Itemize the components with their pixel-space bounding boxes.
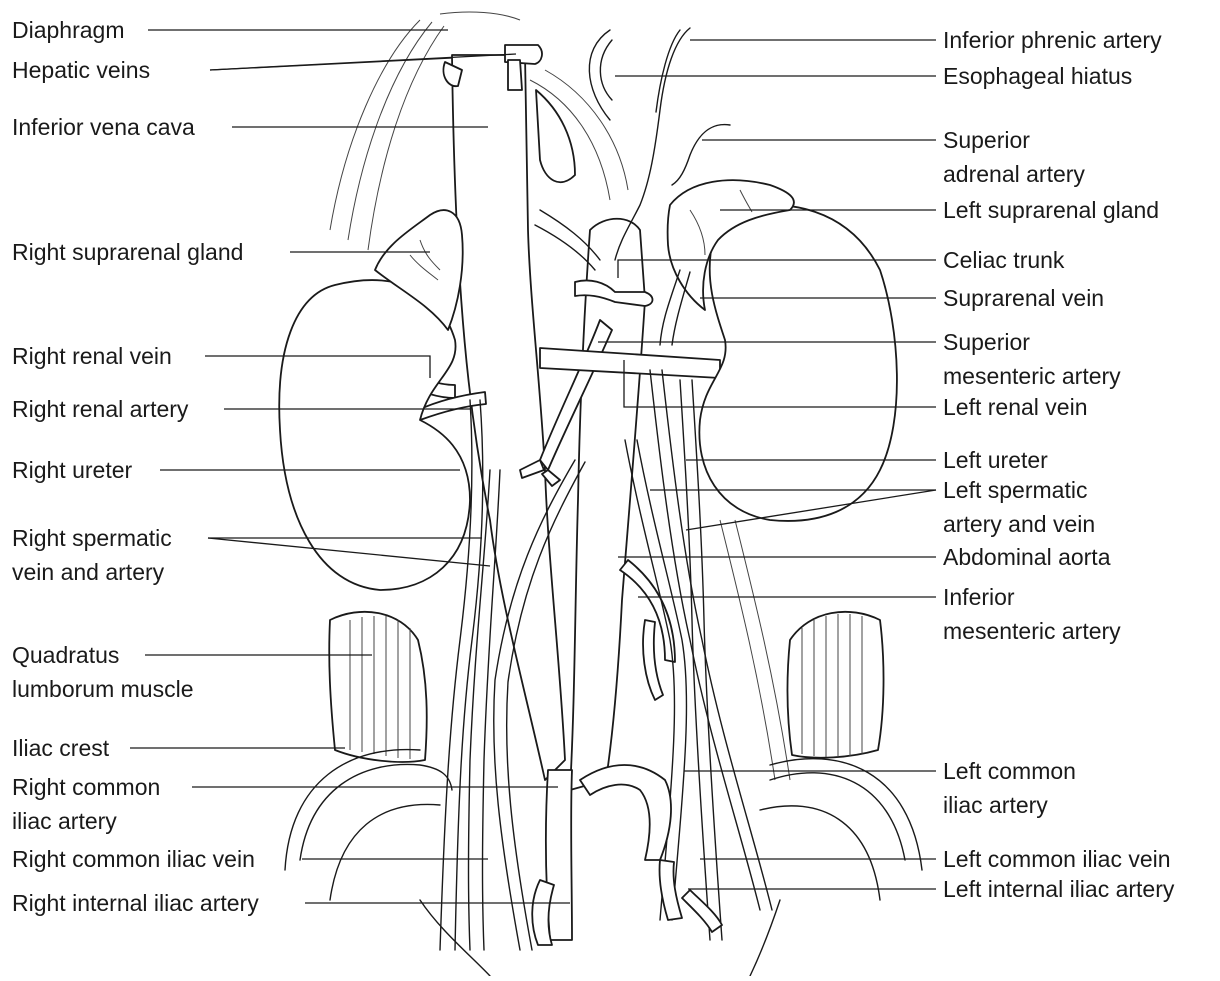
labels-right: Inferior phrenic artery Esophageal hiatu… [943, 27, 1175, 902]
label-superior-adrenal-artery-line2: adrenal artery [943, 161, 1085, 187]
label-superior-adrenal-artery-line1: Superior [943, 127, 1030, 153]
label-left-internal-iliac-artery: Left internal iliac artery [943, 876, 1175, 902]
label-iliac-crest: Iliac crest [12, 735, 110, 761]
labels-left: Diaphragm Hepatic veins Inferior vena ca… [12, 17, 259, 916]
label-celiac-trunk: Celiac trunk [943, 247, 1065, 273]
label-right-suprarenal-gland: Right suprarenal gland [12, 239, 243, 265]
superior-adrenal-artery-drawing [672, 125, 730, 185]
label-left-common-iliac-artery-line2: iliac artery [943, 792, 1048, 818]
label-suprarenal-vein: Suprarenal vein [943, 285, 1104, 311]
suprarenal-vein-drawing [660, 270, 680, 345]
label-right-common-iliac-artery-line1: Right common [12, 774, 160, 800]
label-right-renal-vein: Right renal vein [12, 343, 172, 369]
label-inferior-mesenteric-artery-line1: Inferior [943, 584, 1015, 610]
label-diaphragm: Diaphragm [12, 17, 125, 43]
left-common-iliac-artery-drawing [580, 765, 671, 860]
label-right-spermatic-line2: vein and artery [12, 559, 165, 585]
right-common-iliac-artery-drawing [546, 770, 572, 940]
label-right-common-iliac-artery-line2: iliac artery [12, 808, 117, 834]
anatomy-drawing [279, 12, 922, 976]
label-quadratus-line1: Quadratus [12, 642, 119, 668]
label-abdominal-aorta: Abdominal aorta [943, 544, 1111, 570]
label-left-spermatic-line1: Left spermatic [943, 477, 1087, 503]
label-left-common-iliac-vein: Left common iliac vein [943, 846, 1171, 872]
label-left-renal-vein: Left renal vein [943, 394, 1087, 420]
left-kidney-drawing [699, 205, 897, 521]
label-right-ureter: Right ureter [12, 457, 133, 483]
esophageal-hiatus-drawing [589, 30, 610, 120]
label-left-common-iliac-artery-line1: Left common [943, 758, 1076, 784]
label-inferior-vena-cava: Inferior vena cava [12, 114, 195, 140]
label-superior-mesenteric-artery-line1: Superior [943, 329, 1030, 355]
label-quadratus-line2: lumborum muscle [12, 676, 194, 702]
label-right-spermatic-line1: Right spermatic [12, 525, 172, 551]
label-right-common-iliac-vein: Right common iliac vein [12, 846, 255, 872]
label-left-ureter: Left ureter [943, 447, 1048, 473]
label-right-internal-iliac-artery: Right internal iliac artery [12, 890, 259, 916]
right-quadratus-lumborum-drawing [329, 612, 427, 762]
label-right-renal-artery: Right renal artery [12, 396, 189, 422]
label-hepatic-veins: Hepatic veins [12, 57, 150, 83]
label-inferior-mesenteric-artery-line2: mesenteric artery [943, 618, 1121, 644]
label-esophageal-hiatus: Esophageal hiatus [943, 63, 1132, 89]
left-internal-iliac-artery-drawing [682, 890, 722, 932]
left-common-iliac-vein-drawing [659, 860, 682, 920]
right-kidney-drawing [279, 280, 470, 590]
label-left-spermatic-line2: artery and vein [943, 511, 1095, 537]
label-left-suprarenal-gland: Left suprarenal gland [943, 197, 1159, 223]
label-inferior-phrenic-artery: Inferior phrenic artery [943, 27, 1162, 53]
label-superior-mesenteric-artery-line2: mesenteric artery [943, 363, 1121, 389]
